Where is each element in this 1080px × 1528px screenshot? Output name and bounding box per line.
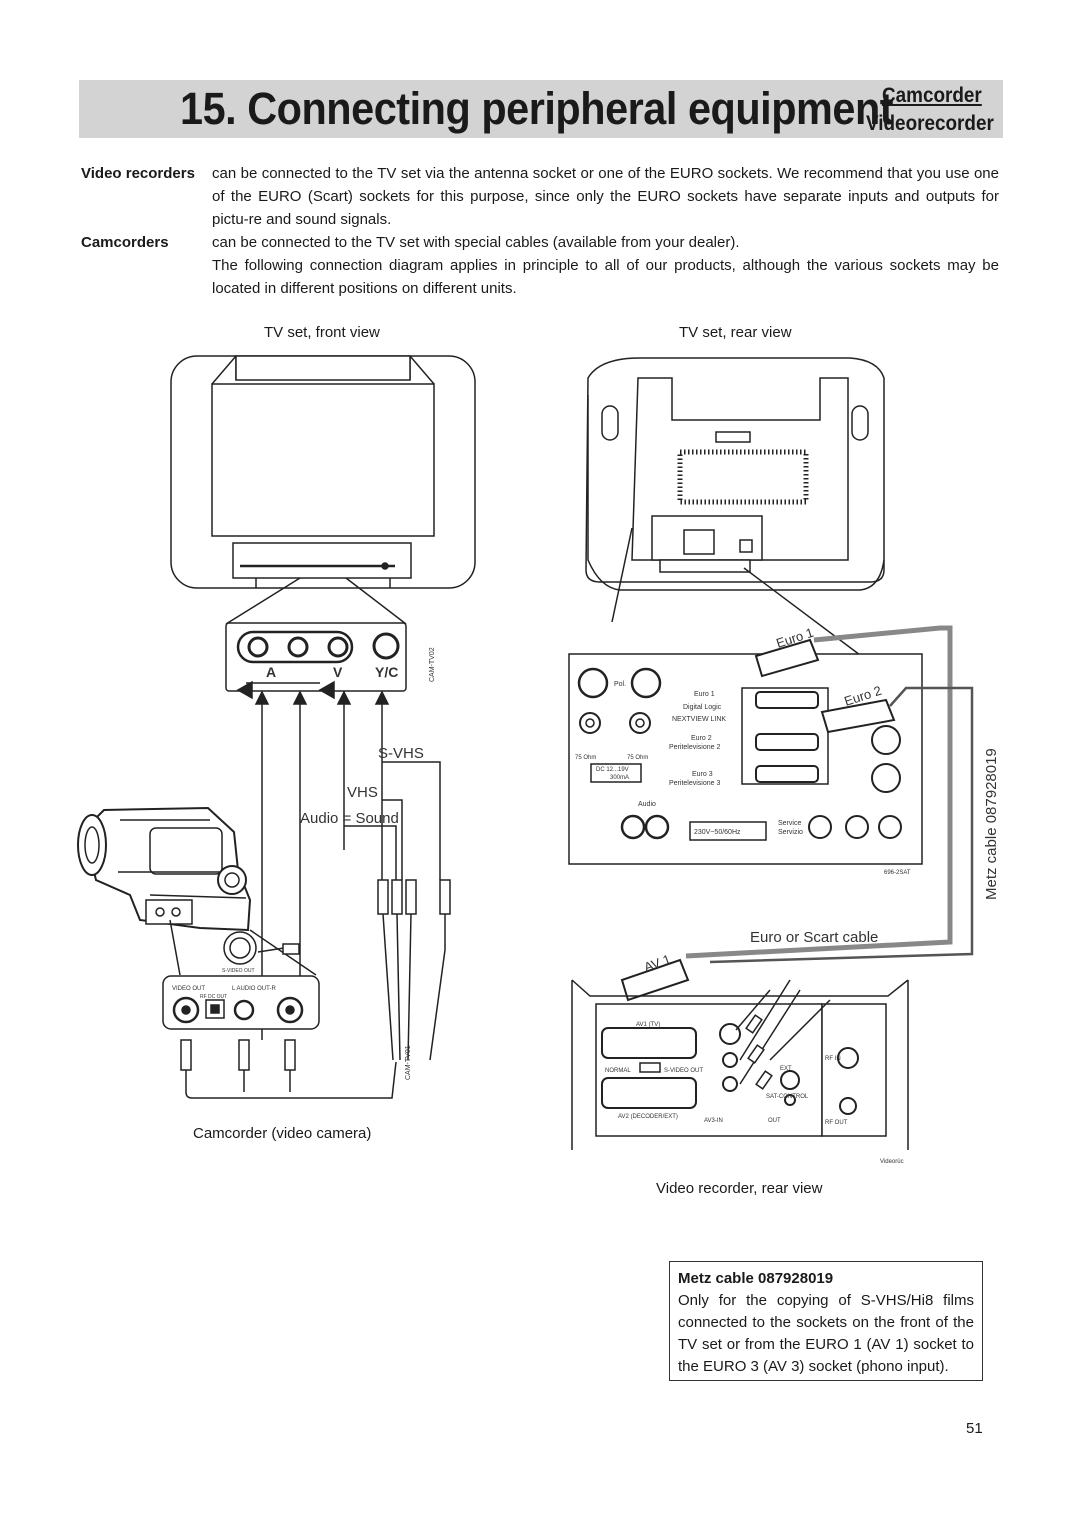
front-socket-a: A <box>266 664 276 680</box>
page-title: 15. Connecting peripheral equipment <box>180 83 894 134</box>
intro-camcorders: Camcorders can be connected to the TV se… <box>81 231 999 300</box>
front-cable-arrows <box>254 690 441 1040</box>
diagram-note: The following connection diagram applies… <box>212 257 999 297</box>
intro-video-recorders: Video recorders can be connected to the … <box>81 162 999 231</box>
rear-ohm-right: 75 Ohm <box>627 755 648 761</box>
vcr-ext: EXT <box>780 1066 792 1072</box>
info-box-body: Only for the copying of S-VHS/Hi8 films … <box>678 1292 974 1375</box>
rear-euro2-it: Peritelevisione 2 <box>669 744 720 751</box>
vcr-svideo-out: S-VIDEO OUT <box>664 1068 703 1074</box>
rear-euro1: Euro 1 <box>694 691 715 698</box>
vcr-sat-control: SAT-CONTROL <box>766 1094 809 1100</box>
camcorder-output-panel <box>162 975 320 1030</box>
rear-dc-rating: DC 12...19V <box>596 767 629 773</box>
front-socket-panel <box>225 622 407 700</box>
rear-audio: Audio <box>638 801 656 808</box>
rear-euro2: Euro 2 <box>691 735 712 742</box>
vcr-av3-in: AV3-IN <box>704 1118 723 1124</box>
info-box-title: Metz cable 087928019 <box>678 1270 834 1287</box>
section-tag-camcorder: Camcorder <box>882 84 982 107</box>
page-number: 51 <box>966 1420 983 1437</box>
tv-rear-illustration <box>585 357 885 591</box>
camcorder-audio-out: L AUDIO OUT-R <box>232 986 276 992</box>
camcorder-panel-code: CAM-TV01 <box>405 1045 412 1080</box>
metz-cable-info-box: Metz cable 087928019 Only for the copyin… <box>669 1261 983 1381</box>
intro-text: Video recorders can be connected to the … <box>81 162 999 300</box>
rear-dc-current: 300mA <box>610 775 629 781</box>
vcr-av2: AV2 (DECODER/EXT) <box>618 1114 678 1120</box>
section-tag-videorecorder: Videorecorder <box>866 112 994 135</box>
rear-mains: 230V~50/60Hz <box>694 829 741 836</box>
metz-cable-label: Metz cable 087928019 <box>983 748 1000 900</box>
label-tv-rear: TV set, rear view <box>679 324 792 341</box>
rear-service: Service <box>778 820 801 827</box>
label-audio: Audio = Sound <box>300 810 399 827</box>
def-camcorders: can be connected to the TV set with spec… <box>212 231 999 300</box>
rear-nextview: NEXTVIEW LINK <box>672 716 726 723</box>
label-tv-front: TV set, front view <box>264 324 380 341</box>
tv-front-illustration <box>170 355 476 589</box>
def-video-recorders: can be connected to the TV set via the a… <box>212 165 999 228</box>
label-vcr-rear: Video recorder, rear view <box>656 1180 823 1197</box>
label-svhs: S-VHS <box>378 745 424 762</box>
rca-plugs-top <box>377 879 451 1061</box>
vcr-rf-out: RF OUT <box>825 1120 848 1126</box>
vcr-normal: NORMAL <box>605 1068 631 1074</box>
vcr-code: Videorüc <box>880 1159 904 1165</box>
header-bar <box>79 80 1003 138</box>
front-socket-v: V <box>333 664 343 680</box>
camcorders-text: can be connected to the TV set with spec… <box>212 234 740 251</box>
scart-cables <box>620 625 974 1002</box>
camcorder-rf-dc-out: RF DC OUT <box>200 994 227 1000</box>
rear-code: 696-2SAT <box>884 870 911 876</box>
euro-cable-label: Euro or Scart cable <box>750 929 878 946</box>
rear-servizio: Servizio <box>778 829 803 836</box>
vcr-rear-illustration <box>571 979 909 1150</box>
label-vhs: VHS <box>347 784 378 801</box>
rear-ohm-left: 75 Ohm <box>575 755 596 761</box>
rear-euro3: Euro 3 <box>692 771 713 778</box>
rear-euro3-it: Peritelevisione 3 <box>669 780 720 787</box>
camcorder-video-out: VIDEO OUT <box>172 986 205 992</box>
camcorder-svideo-label: S-VIDEO OUT <box>222 968 255 974</box>
rear-pol: Pol. <box>614 681 626 688</box>
vcr-av1: AV1 (TV) <box>636 1022 660 1028</box>
rear-digital-logic: Digital Logic <box>683 704 722 711</box>
rear-panel-zoom <box>568 653 923 865</box>
term-video-recorders: Video recorders <box>81 165 195 182</box>
vcr-out: OUT <box>768 1118 781 1124</box>
front-socket-yc: Y/C <box>375 664 398 680</box>
vcr-rf-in: RF IN <box>825 1056 841 1062</box>
camcorder-illustration <box>77 806 252 932</box>
rca-plugs-bottom <box>180 1039 397 1099</box>
term-camcorders: Camcorders <box>81 234 169 251</box>
label-camcorder: Camcorder (video camera) <box>193 1125 372 1142</box>
front-panel-code: CAM-TV02 <box>429 647 436 682</box>
